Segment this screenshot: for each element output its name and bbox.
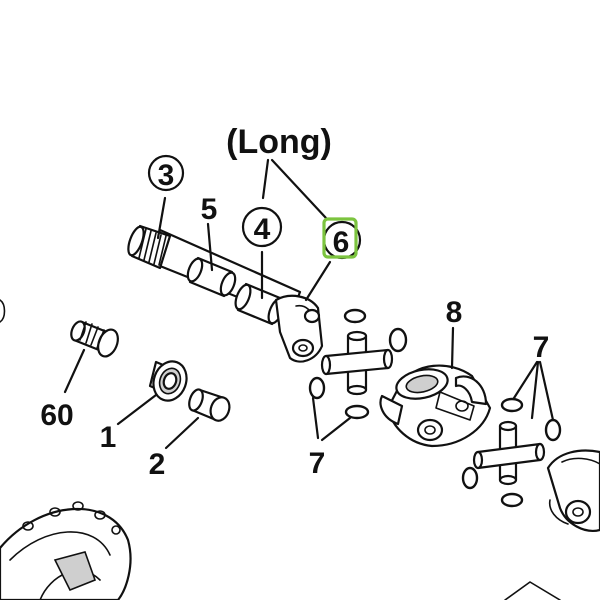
universal-joint-cross-center	[320, 330, 394, 396]
universal-joint-cross-right	[472, 420, 546, 486]
edge-fragment-bottom-right	[504, 581, 561, 601]
bearing-part-1	[148, 360, 188, 402]
shaft-yoke-part-6	[274, 294, 324, 363]
label-part-4[interactable]: 4	[254, 213, 271, 246]
leader-lines	[63, 158, 555, 450]
label-part-6[interactable]: 6	[333, 226, 350, 259]
spring-bushing-part-60	[70, 320, 119, 358]
edge-fragment	[0, 299, 6, 323]
o-rings-center	[308, 308, 408, 420]
label-part-2[interactable]: 2	[149, 448, 166, 481]
label-part-60[interactable]: 60	[40, 399, 73, 432]
highlight-box-part-6[interactable]	[322, 217, 358, 259]
seal-part-2	[188, 388, 231, 422]
label-part-7-right[interactable]: 7	[533, 331, 550, 364]
coupler-yoke-part-8	[379, 364, 492, 448]
label-long: (Long)	[226, 123, 332, 161]
label-part-5[interactable]: 5	[201, 193, 218, 226]
axle-housing-flange	[0, 501, 132, 602]
label-part-7-center[interactable]: 7	[309, 447, 326, 480]
label-part-1[interactable]: 1	[100, 421, 117, 454]
callout-circle-3	[147, 154, 185, 192]
shaft-sleeve-part-5	[186, 256, 237, 298]
callout-circle-4	[241, 206, 283, 248]
label-part-3[interactable]: 3	[158, 159, 175, 192]
end-yoke-right	[546, 449, 600, 532]
label-part-8[interactable]: 8	[446, 296, 463, 329]
